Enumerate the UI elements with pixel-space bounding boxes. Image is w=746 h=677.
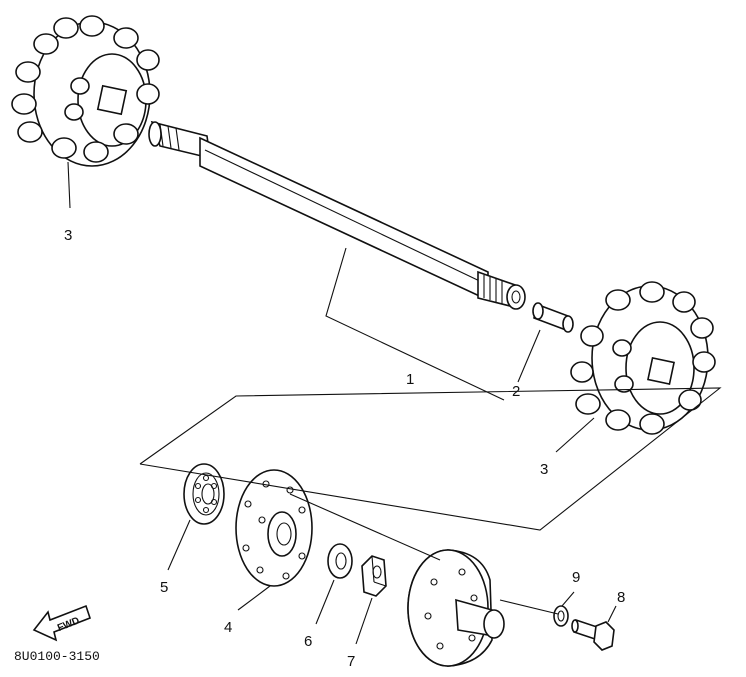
callout-6: 6 [304,633,312,650]
sprocket-left [11,15,160,167]
callout-3-right: 3 [540,461,548,478]
sprocket-right [570,281,716,435]
bolt [571,618,615,651]
figure-code: 8U0100-3150 [14,649,100,664]
callout-3-left: 3 [64,227,72,244]
callout-5: 5 [160,579,168,596]
flange-plate [235,469,313,587]
forward-arrow-icon: FWD [32,604,91,642]
hub [407,549,505,667]
callout-1: 1 [406,371,414,388]
lock-washer [553,605,569,627]
pin [532,302,574,333]
callout-9: 9 [572,569,580,586]
nut [361,555,387,597]
callout-8: 8 [617,589,625,606]
washer [327,543,353,579]
callout-4: 4 [224,619,232,636]
leader-lines [67,161,722,645]
drive-shaft [148,120,526,310]
bearing [183,463,225,525]
callout-2: 2 [512,383,520,400]
callout-7: 7 [347,653,355,670]
